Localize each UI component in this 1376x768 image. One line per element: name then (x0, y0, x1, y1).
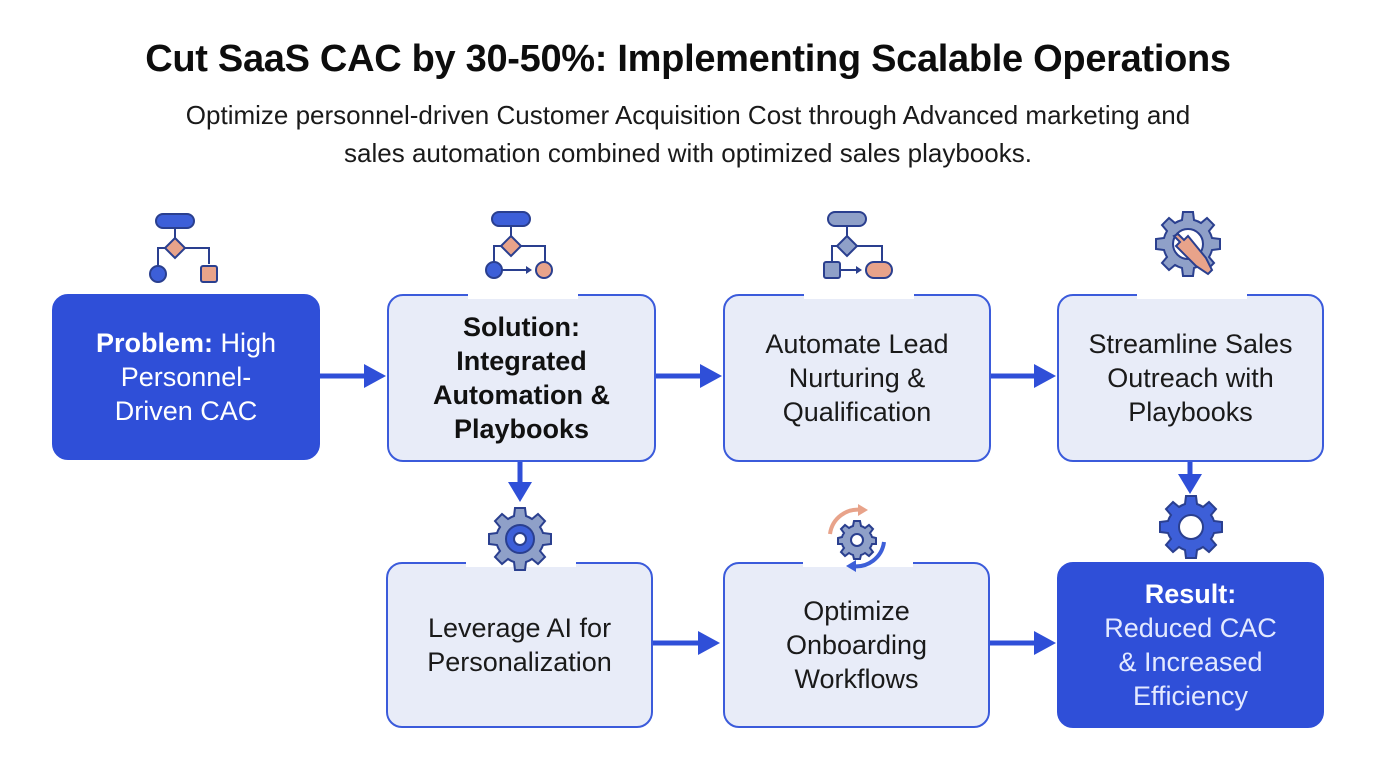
nurturing-line-2: Nurturing & (788, 363, 926, 393)
solution-line-3: Automation & (433, 380, 610, 410)
result-line-4: Efficiency (1132, 681, 1249, 711)
node-outreach: Streamline Sales Outreach with Playbooks (1057, 291, 1324, 462)
node-onboarding: Optimize Onboarding Workflows (723, 559, 990, 728)
node-problem: Problem: High Personnel- Driven CAC (52, 294, 320, 460)
gear-wrench-icon (1155, 211, 1221, 277)
onboarding-line-2: Onboarding (785, 630, 928, 660)
gear-icon (1159, 495, 1223, 559)
arrow-nurturing-to-outreach (991, 364, 1056, 388)
solution-line-4: Playbooks (453, 414, 590, 444)
onboarding-line-3: Workflows (794, 664, 919, 694)
flowchart-icon (823, 211, 893, 279)
page-subtitle: Optimize personnel-driven Customer Acqui… (0, 96, 1376, 172)
outreach-line-2: Outreach with (1107, 363, 1274, 393)
problem-line-1: High (220, 328, 277, 358)
result-line-1: Result: (1144, 579, 1237, 609)
node-solution: Solution: Integrated Automation & Playbo… (387, 291, 656, 462)
flowchart-icon (149, 213, 218, 283)
arrow-solution-to-nurturing (656, 364, 722, 388)
onboarding-line-1: Optimize (803, 596, 910, 626)
node-ai: Leverage AI for Personalization (386, 559, 653, 728)
result-line-2: Reduced CAC (1104, 613, 1277, 643)
arrow-problem-to-solution (320, 364, 386, 388)
node-result: Result: Reduced CAC & Increased Efficien… (1057, 562, 1324, 728)
problem-heading: Problem: (95, 328, 213, 358)
gear-cycle-icon (828, 504, 886, 572)
gear-icon (488, 507, 552, 571)
nurturing-line-1: Automate Lead (765, 329, 949, 359)
outreach-line-1: Streamline Sales (1088, 329, 1293, 359)
subtitle-line-1: Optimize personnel-driven Customer Acqui… (185, 100, 1191, 130)
result-line-3: & Increased (1118, 647, 1263, 677)
nurturing-line-3: Qualification (782, 397, 932, 427)
node-nurturing: Automate Lead Nurturing & Qualification (723, 291, 991, 462)
arrow-outreach-to-result (1178, 462, 1202, 494)
solution-line-2: Integrated (456, 346, 587, 376)
flowchart-icon (485, 211, 553, 279)
subtitle-line-2: sales automation combined with optimized… (344, 138, 1032, 168)
arrow-solution-to-ai (508, 462, 532, 502)
outreach-line-3: Playbooks (1128, 397, 1253, 427)
arrow-ai-to-onboarding (653, 631, 720, 655)
problem-line-2: Personnel- (120, 362, 252, 392)
page-title: Cut SaaS CAC by 30-50%: Implementing Sca… (145, 38, 1231, 80)
ai-line-2: Personalization (427, 647, 612, 677)
solution-line-1: Solution: (463, 312, 580, 342)
problem-line-3: Driven CAC (114, 396, 258, 426)
arrow-onboarding-to-result (990, 631, 1056, 655)
ai-line-1: Leverage AI for (427, 613, 612, 643)
